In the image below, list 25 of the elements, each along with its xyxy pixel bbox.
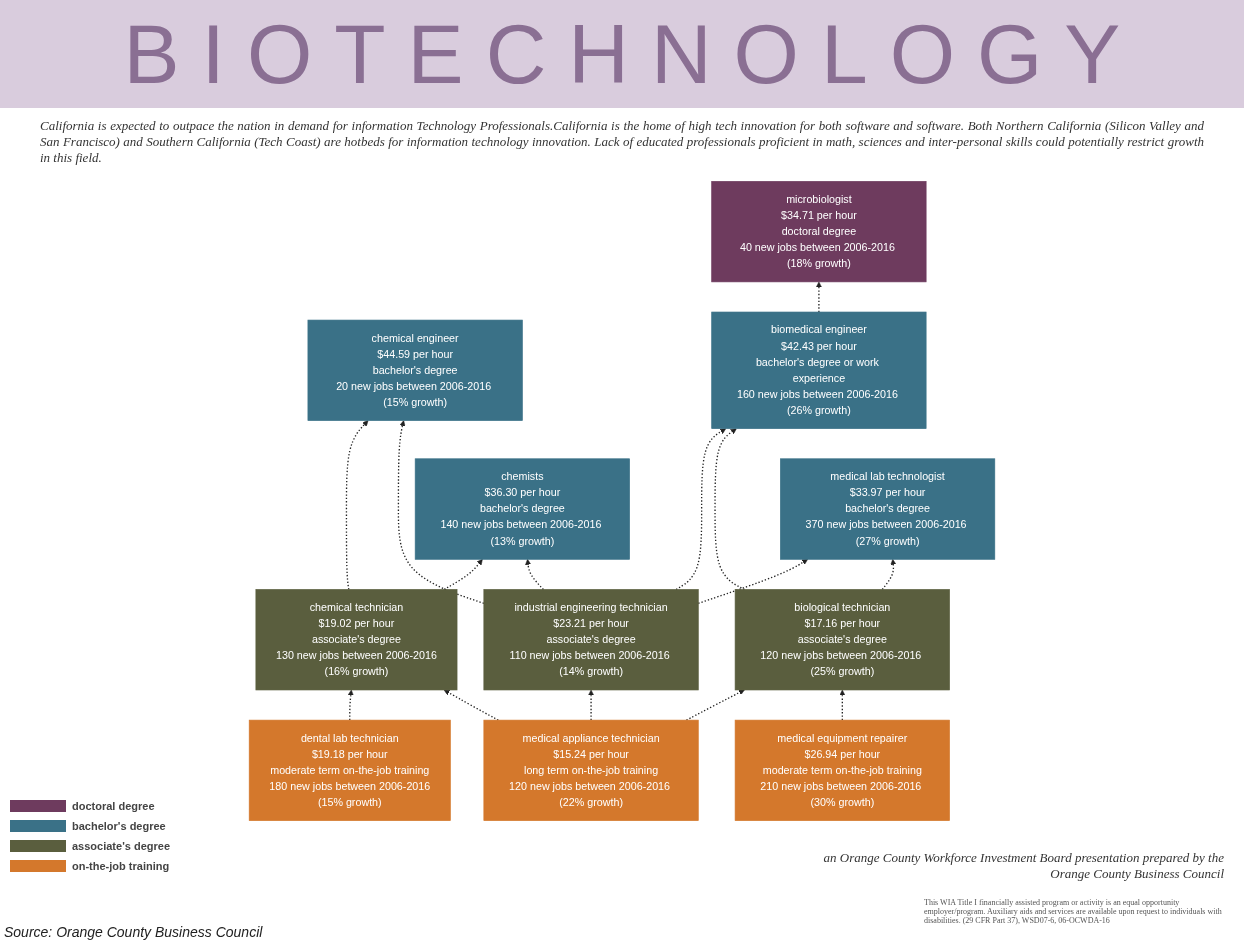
node-box: medical equipment repairer $26.94 per hour moderate term on-the-job training 210 new jobs between 2006-2016 (30% growth) xyxy=(734,719,950,821)
source-caption: Source: Orange County Business Council xyxy=(4,924,263,940)
legend-label: associate's degree xyxy=(72,840,170,852)
title-banner: BIOTECHNOLOGY xyxy=(0,0,1244,108)
node-box: chemical technician $19.02 per hour associate's degree 130 new jobs between 2006-2016 (16% growth) xyxy=(255,589,458,691)
arrow xyxy=(675,428,726,591)
legend-label: doctoral degree xyxy=(72,800,155,812)
presentation-note: an Orange County Workforce Investment Board presentation prepared by the Orange County Business Council xyxy=(822,850,1224,882)
node-box: dental lab technician $19.18 per hour moderate term on-the-job training 180 new jobs between 2006-2016 (15% growth) xyxy=(248,719,451,821)
node-box: biological technician $17.16 per hour associate's degree 120 new jobs between 2006-2016 (25% growth) xyxy=(734,589,950,691)
legend-label: bachelor's degree xyxy=(72,820,166,832)
intro-paragraph: California is expected to outpace the nation in demand for information Technology Professionals.California is the home of high tech innovation for both software and software. Both Northern California (Silicon Valley and San Francisco) and Southern California (Tech Coast) are hotbeds for information technology innovation. Lack of educated professionals proficient in math, sciences and inter-personal skills could potentially restrict growth in this field. xyxy=(40,118,1204,166)
arrow xyxy=(881,559,897,591)
node-box: chemical engineer $44.59 per hour bachelor's degree 20 new jobs between 2006-2016 (15% growth) xyxy=(307,319,523,421)
node-box: medical appliance technician $15.24 per hour long term on-the-job training 120 new jobs between 2006-2016 (22% growth) xyxy=(483,719,699,821)
arrow xyxy=(397,420,485,604)
node-box: medical lab technologist $33.97 per hour bachelor's degree 370 new jobs between 2006-2016 (27% growth) xyxy=(780,458,996,560)
node-box: chemists $36.30 per hour bachelor's degree 140 new jobs between 2006-2016 (13% growth) xyxy=(414,458,630,560)
node-box: biomedical engineer $42.43 per hour bachelor's degree or work experience 160 new jobs between 2006-2016 (26% growth) xyxy=(711,311,927,429)
fine-print: This WIA Title I financially assisted program or activity is an equal opportunity employer/program. Auxiliary aids and services are available upon request to individuals with disabilities. (29 CFR Part 37), WSD07-6, 06-OCWDA-16 xyxy=(924,898,1223,925)
arrow xyxy=(525,559,545,591)
node-box: industrial engineering technician $23.21 per hour associate's degree 110 new jobs between 2006-2016 (14% growth) xyxy=(483,589,699,691)
legend-label: on-the-job training xyxy=(72,860,170,872)
node-box: microbiologist $34.71 per hour doctoral degree 40 new jobs between 2006-2016 (18% growth) xyxy=(711,181,927,283)
arrow xyxy=(443,559,483,591)
